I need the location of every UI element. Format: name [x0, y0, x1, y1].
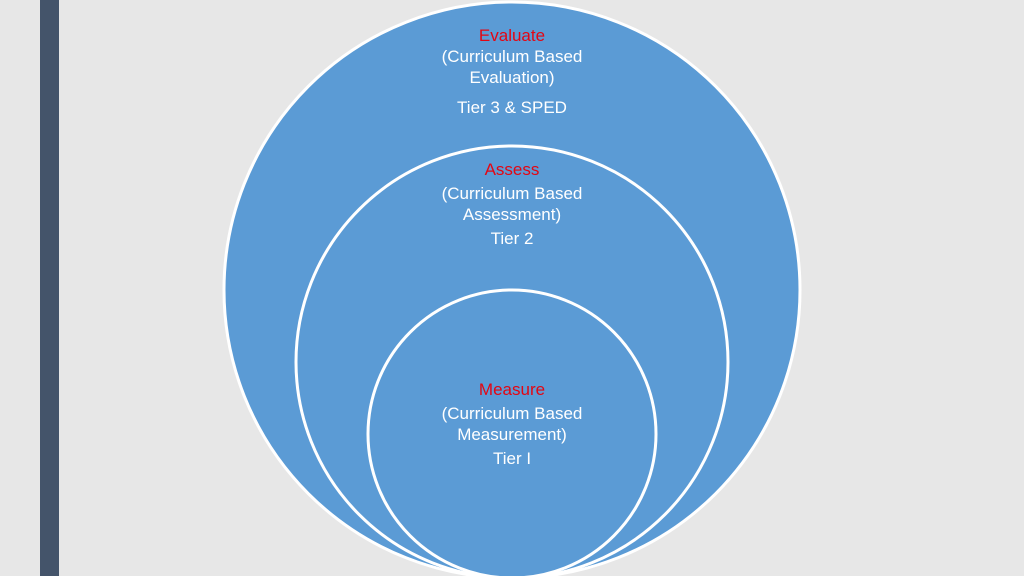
- outer-line-1: (Curriculum Based: [441, 47, 583, 66]
- middle-tier: Tier 2: [490, 229, 534, 248]
- middle-heading: Assess: [484, 160, 540, 179]
- outer-heading: Evaluate: [478, 26, 546, 45]
- middle-ring-label: Assess (Curriculum Based Assessment) Tie…: [382, 159, 642, 249]
- outer-line-2: Evaluation): [469, 68, 555, 87]
- left-accent-bar: [40, 0, 59, 576]
- inner-ring-label: Measure (Curriculum Based Measurement) T…: [382, 379, 642, 469]
- inner-circle-measure: [366, 288, 658, 576]
- outer-tier: Tier 3 & SPED: [457, 98, 567, 117]
- inner-line-1: (Curriculum Based: [441, 404, 583, 423]
- inner-heading: Measure: [478, 380, 546, 399]
- inner-tier: Tier I: [492, 449, 532, 468]
- inner-line-2: Measurement): [457, 425, 567, 444]
- middle-line-1: (Curriculum Based: [441, 184, 583, 203]
- middle-line-2: Assessment): [462, 205, 562, 224]
- outer-ring-label: Evaluate (Curriculum Based Evaluation) T…: [382, 25, 642, 118]
